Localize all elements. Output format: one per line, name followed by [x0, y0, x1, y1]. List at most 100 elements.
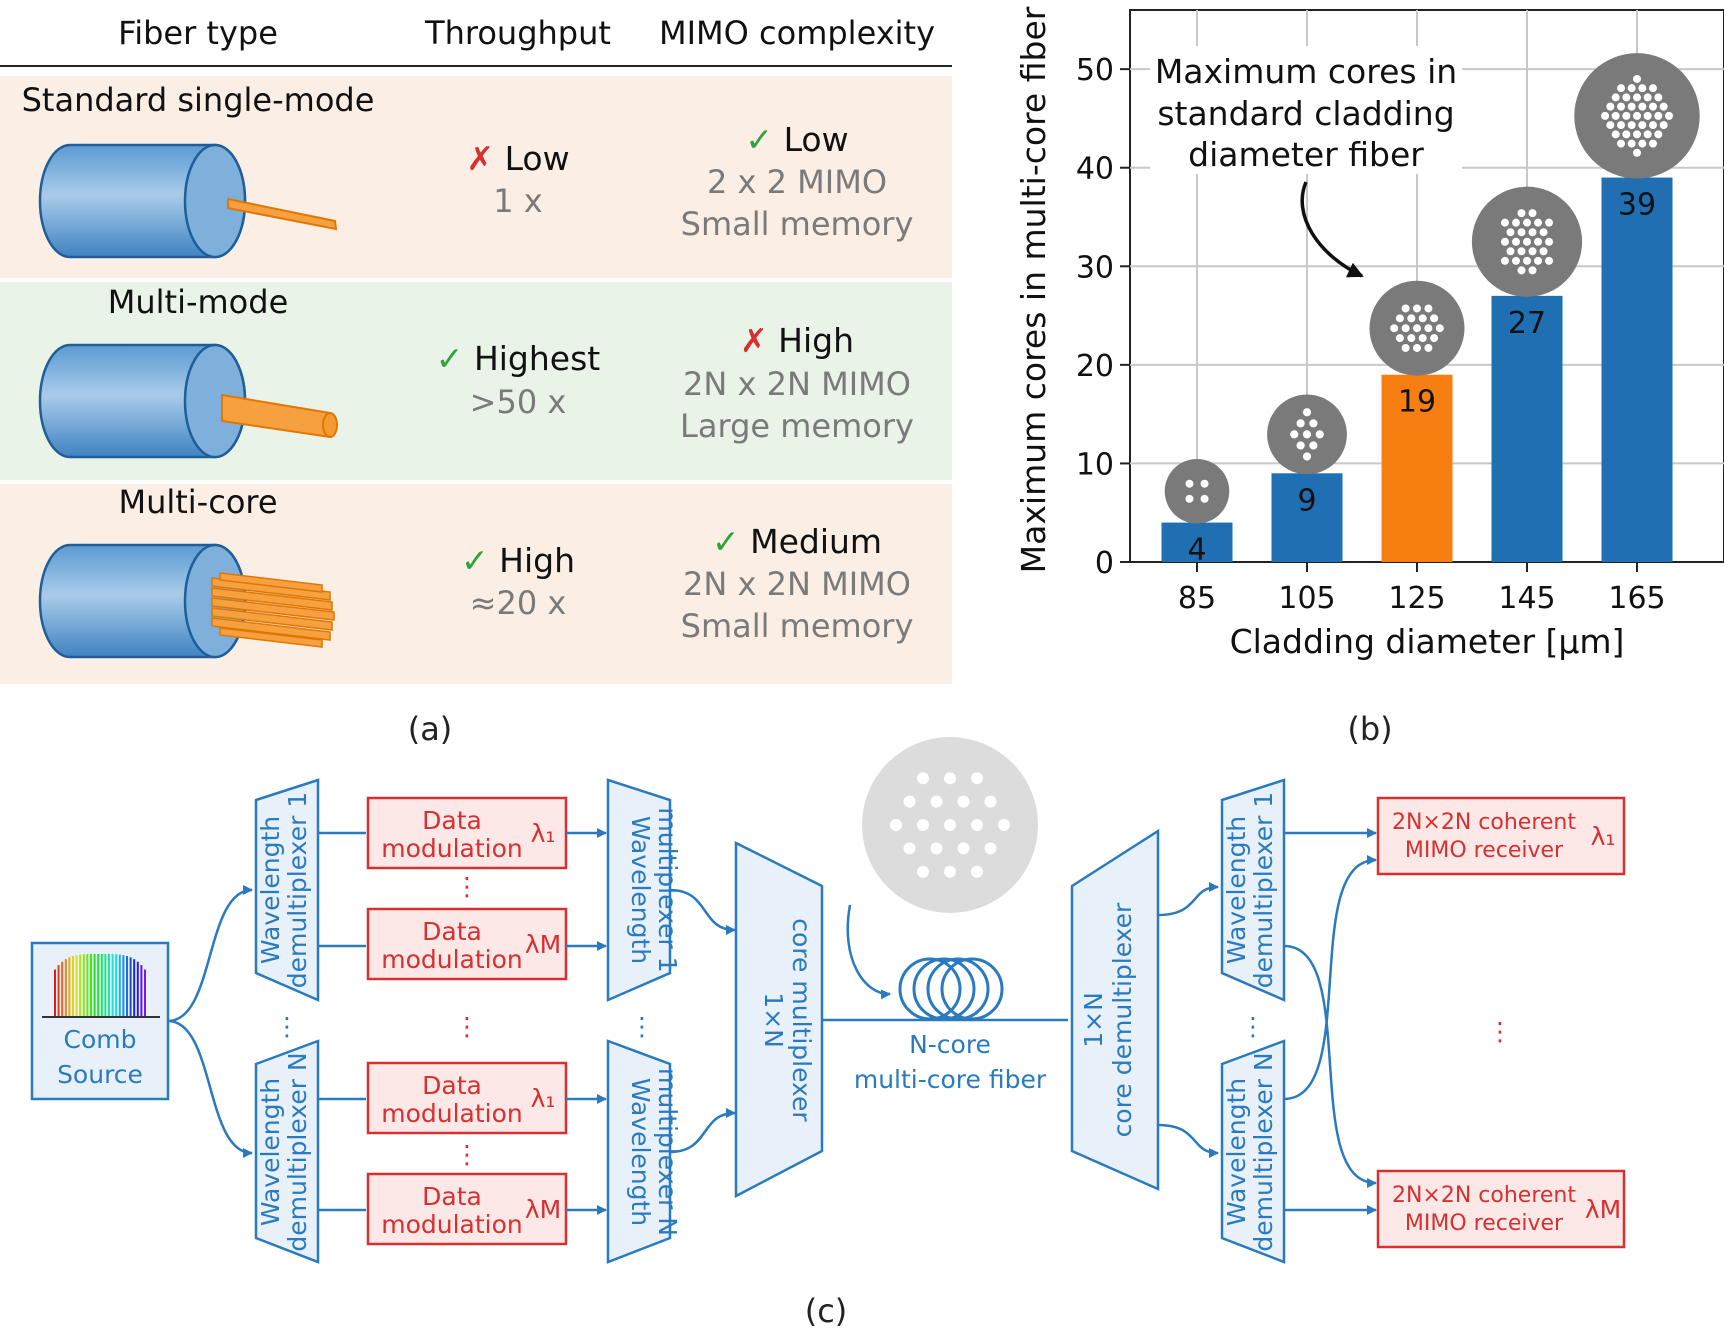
fiber-type-multi-mode: Multi-mode	[108, 283, 289, 321]
throughput-sub-multicore: ≈20 x	[470, 584, 567, 622]
core-dot	[1654, 111, 1663, 120]
core-dot	[1633, 130, 1641, 139]
core-dot	[1401, 324, 1410, 333]
core-dot	[1638, 84, 1647, 93]
caption-c: (c)	[805, 1292, 848, 1330]
core-dot	[1302, 408, 1312, 417]
bar-value-label: 39	[1618, 188, 1656, 223]
core-dot	[1435, 324, 1444, 333]
core-dot	[1633, 111, 1641, 120]
throughput-sub-multimode: >50 x	[470, 383, 567, 421]
rx-wdm-demux-n	[1220, 1039, 1286, 1264]
single-mode-fiber-icon	[38, 143, 338, 259]
core-dot	[1511, 237, 1520, 246]
data-modulation-4	[366, 1172, 568, 1246]
core-dot	[1643, 93, 1652, 102]
multi-mode-fiber-icon	[38, 343, 338, 459]
bar	[1161, 522, 1233, 562]
y-tick-label: 40	[1076, 152, 1114, 187]
wdm-demux-1	[254, 778, 320, 1002]
throughput-label-multicore: ✓ High	[461, 541, 575, 580]
mimo-label-single: ✓ Low	[745, 120, 848, 159]
core-dot	[1648, 102, 1657, 111]
core-dot	[1401, 304, 1410, 313]
core-dot	[1523, 237, 1531, 246]
x-tick-label: 165	[1608, 581, 1665, 616]
fiber-type-single-mode: Standard single-mode	[22, 81, 375, 119]
core-dot	[1617, 84, 1626, 93]
core-dot	[1617, 139, 1626, 148]
mod1-l2: modulation	[381, 834, 523, 863]
annotation-arrow	[1300, 181, 1364, 278]
y-tick-label: 30	[1076, 250, 1114, 285]
mod-ellipsis-3: ⋮	[455, 1140, 480, 1169]
core-dot	[1545, 237, 1554, 246]
mimo-label-multicore: ✓ Medium	[712, 522, 882, 561]
rx-demux-n-l2: demultiplexer N	[1249, 1052, 1278, 1251]
cross-section-core	[930, 842, 943, 855]
wdm-demux-1-l2: demultiplexer 1	[283, 792, 312, 988]
annotation-bg	[1150, 46, 1462, 174]
mimo-sub1-single: 2 x 2 MIMO	[707, 163, 887, 201]
core-dot	[1430, 334, 1439, 343]
core-dot	[1633, 148, 1641, 157]
comb-source-box	[30, 941, 170, 1101]
wdm-demux-1-l1: Wavelength	[256, 816, 285, 964]
core-dot	[1528, 209, 1537, 218]
cross-section-core	[971, 772, 983, 785]
wdm-demux-n-l2: demultiplexer N	[283, 1052, 312, 1251]
wdm-mux-1	[606, 778, 672, 1002]
core-dot	[1643, 111, 1652, 120]
core-dot	[1633, 93, 1641, 102]
bar-value-label: 9	[1297, 483, 1316, 518]
core-dot	[1500, 256, 1509, 265]
cross-section-core	[984, 842, 997, 855]
core-dot	[1643, 130, 1652, 139]
core-dot	[1500, 218, 1509, 227]
core-dot	[1401, 343, 1410, 352]
core-dot	[1185, 494, 1194, 503]
core-dot	[1523, 256, 1531, 265]
core-dot	[1424, 343, 1433, 352]
y-tick-label: 20	[1076, 349, 1114, 384]
comb-to-demux1	[167, 885, 253, 1023]
core-dot	[1622, 93, 1631, 102]
core-dot	[1659, 121, 1668, 130]
header-throughput: Throughput	[424, 14, 611, 52]
rx-ellipsis: ⋮	[1241, 1012, 1266, 1041]
cross-section-core	[944, 819, 956, 831]
mimo-label-multimode: ✗ High	[740, 321, 854, 360]
y-tick-label: 10	[1076, 447, 1114, 482]
core-demux-l1: 1×N	[1079, 992, 1108, 1048]
mod-ellipsis-1: ⋮	[455, 872, 480, 901]
core-dot	[1413, 324, 1421, 333]
rxm-l1: 2N×2N coherent	[1392, 1183, 1576, 1208]
core-dot	[1528, 266, 1537, 275]
fiber-coil-icon	[898, 957, 1004, 1021]
core-dot	[1290, 430, 1299, 439]
cross-section-core	[903, 842, 916, 855]
data-modulation-1	[366, 796, 568, 870]
mimo-sub2-multicore: Small memory	[681, 607, 914, 645]
fiber-table: Fiber type Throughput MIMO complexity St…	[0, 14, 952, 684]
core-dot	[1511, 256, 1520, 265]
core-dot	[1648, 121, 1657, 130]
core-dot	[1617, 121, 1626, 130]
core-dot	[1523, 218, 1531, 227]
mod4-lambda: λM	[525, 1195, 561, 1224]
mimo-sub2-multimode: Large memory	[680, 407, 914, 445]
core-dot	[1517, 228, 1526, 237]
core-dot	[1430, 314, 1439, 323]
mod1-lambda: λ₁	[531, 819, 556, 848]
core-dot	[1611, 111, 1620, 120]
core-dot	[1606, 102, 1615, 111]
mimo-sub1-multicore: 2N x 2N MIMO	[683, 565, 911, 603]
mimo-receiver-m	[1376, 1169, 1626, 1249]
core-dot	[1395, 334, 1404, 343]
core-dot	[1302, 452, 1312, 461]
mod2-lambda: λM	[525, 930, 561, 959]
core-dot	[1638, 139, 1647, 148]
core-dot	[1424, 324, 1433, 333]
core-dot	[1622, 111, 1631, 120]
mod3-l1: Data	[422, 1071, 482, 1100]
